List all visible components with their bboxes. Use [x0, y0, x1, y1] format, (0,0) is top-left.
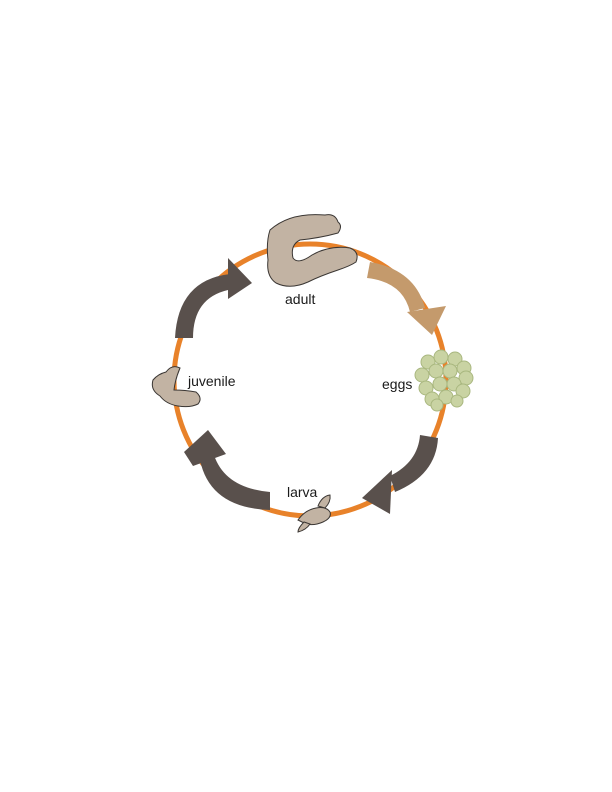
arrow-adult-to-eggs — [367, 262, 446, 335]
stage-label-eggs: eggs — [382, 376, 412, 392]
stage-label-adult: adult — [285, 291, 315, 307]
stage-label-juvenile: juvenile — [187, 373, 236, 389]
egg-cluster-icon — [414, 349, 474, 412]
larva-icon — [297, 494, 331, 533]
juvenile-sea-cucumber-icon — [151, 366, 201, 408]
adult-sea-cucumber-icon — [266, 214, 358, 287]
arrow-eggs-to-larva — [362, 435, 438, 514]
stage-label-larva: larva — [287, 484, 318, 500]
arrow-juvenile-to-adult — [175, 258, 252, 338]
arrow-larva-to-juvenile — [184, 430, 270, 510]
